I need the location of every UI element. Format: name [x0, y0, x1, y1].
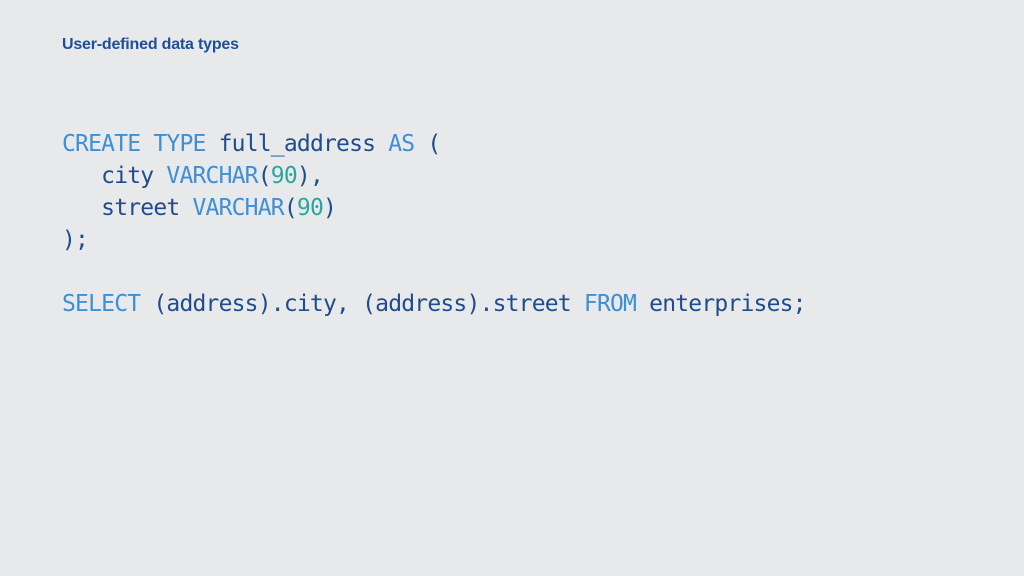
code-token-number: 90 [296, 195, 324, 221]
code-token-plain: ) [323, 195, 337, 221]
code-token-plain: enterprises; [636, 291, 806, 317]
code-token-plain: ( [257, 163, 272, 189]
code-block: CREATE TYPE full_address AS ( city VARCH… [62, 128, 807, 320]
code-token-number: 90 [270, 163, 298, 189]
code-line: city VARCHAR(90), [62, 160, 806, 192]
code-token-keyword: SELECT [62, 291, 141, 317]
code-line: ); [62, 224, 806, 256]
code-line: SELECT (address).city, (address).street … [62, 288, 807, 320]
code-token-keyword: TYPE [153, 131, 206, 157]
code-token-plain: ( [283, 195, 298, 221]
code-token-plain: full_address [205, 131, 389, 157]
code-token-plain: street [62, 195, 193, 221]
code-token-type: VARCHAR [166, 163, 258, 189]
code-line: CREATE TYPE full_address AS ( [62, 128, 806, 160]
code-token-type: VARCHAR [192, 195, 284, 221]
code-token-plain: ), [296, 163, 324, 189]
code-token-plain: ( [414, 131, 441, 157]
code-token-keyword: AS [388, 131, 415, 157]
code-line [62, 256, 806, 288]
code-token-keyword: FROM [583, 291, 637, 317]
code-token-plain [140, 131, 153, 157]
code-token-plain: city [62, 163, 167, 189]
code-token-plain: ); [62, 227, 89, 253]
code-token-keyword: CREATE [62, 131, 141, 157]
code-line: street VARCHAR(90) [62, 192, 806, 224]
slide-title: User-defined data types [62, 36, 239, 53]
code-token-plain: (address).city, (address).street [140, 291, 584, 317]
